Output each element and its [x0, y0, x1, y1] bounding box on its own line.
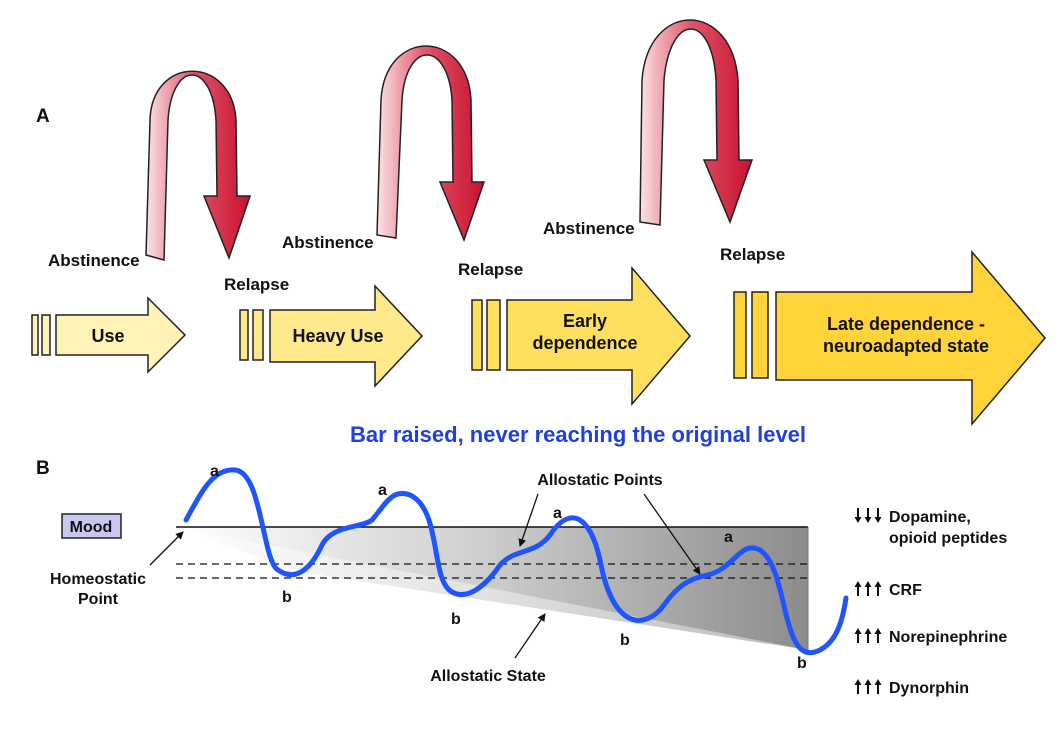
peak-label: a	[553, 505, 562, 522]
text-line: opioid peptides	[889, 530, 1007, 547]
stage-bar-2	[486, 299, 501, 371]
relapse-label-2: Relapse	[458, 260, 523, 279]
arrow-up-icon	[874, 581, 882, 596]
peak-label: a	[210, 463, 219, 480]
text-line: Use	[91, 326, 124, 346]
relapse-loop-arrow-3	[639, 19, 754, 226]
arrow-up-icon	[854, 628, 862, 643]
arrow-down-icon	[864, 508, 872, 523]
text-line: CRF	[889, 582, 922, 599]
panel-a-label: A	[36, 106, 50, 127]
peak-label: a	[378, 482, 387, 499]
neurochemical-row: Dopamine, opioid peptides	[854, 508, 1007, 547]
text-line: Late dependence -	[827, 314, 985, 334]
stage-use: Use	[31, 296, 187, 374]
stage-bar-2	[252, 309, 264, 361]
neurochemical-label: CRF	[889, 582, 922, 599]
neurochemical-row: Norepinephrine	[854, 628, 1007, 646]
text-line: Dynorphin	[889, 680, 969, 697]
abstinence-label-3: Abstinence	[543, 219, 635, 238]
text-line: neuroadapted state	[823, 336, 989, 356]
allostatic-points-arrow-2	[643, 493, 701, 575]
abstinence-label-1: Abstinence	[48, 251, 140, 270]
stage-arrow-late-dependence	[775, 249, 1046, 427]
allostatic-points-arrow-1	[518, 493, 539, 547]
stage-heavy-use: Heavy Use	[239, 284, 424, 388]
allostatic-state-label: Allostatic State	[430, 668, 546, 685]
text-line: Norepinephrine	[889, 629, 1007, 646]
neurochemical-label: Norepinephrine	[889, 629, 1007, 646]
arrow-up-icon	[864, 581, 872, 596]
stage-arrow-heavy-use	[269, 284, 424, 388]
trough-label: b	[282, 589, 292, 606]
stage-bar-2	[751, 291, 769, 379]
neurochemical-label: Dopamine, opioid peptides	[889, 509, 1007, 547]
peak-label: a	[724, 529, 733, 546]
text-line: Point	[78, 591, 119, 608]
relapse-label-1: Relapse	[224, 275, 289, 294]
stage-label-use: Use	[91, 326, 124, 346]
homeostatic-point-arrow	[149, 531, 184, 566]
arrow-up-icon	[854, 581, 862, 596]
relapse-loop-arrow-1	[145, 70, 252, 261]
trough-label: b	[620, 632, 630, 649]
text-line: Early	[563, 311, 607, 331]
trough-label: b	[797, 655, 807, 672]
arrow-down-icon	[874, 508, 882, 523]
stage-bar-1	[239, 309, 249, 361]
text-line: Dopamine,	[889, 509, 971, 526]
stage-arrow-use	[55, 296, 187, 374]
arrow-up-icon	[864, 628, 872, 643]
stage-bar-1	[31, 314, 39, 356]
stage-label-heavy-use: Heavy Use	[292, 326, 383, 346]
stage-label-late-dependence: Late dependence -neuroadapted state	[823, 314, 989, 356]
neurochemical-label: Dynorphin	[889, 680, 969, 697]
allostatic-state-area-soft	[176, 527, 808, 650]
text-line: dependence	[532, 333, 637, 353]
stage-arrow-early-dependence	[506, 265, 691, 407]
arrow-up-icon	[864, 679, 872, 694]
caption: Bar raised, never reaching the original …	[350, 422, 806, 447]
neurochemical-row: Dynorphin	[854, 679, 969, 697]
mood-box	[61, 513, 122, 539]
arrow-up-icon	[854, 679, 862, 694]
mood-label: Mood	[70, 519, 113, 536]
panel-b-label: B	[36, 458, 50, 479]
abstinence-label-2: Abstinence	[282, 233, 374, 252]
arrow-up-icon	[874, 628, 882, 643]
arrow-down-icon	[854, 508, 862, 523]
relapse-loop-arrow-2	[376, 45, 486, 243]
allostatic-points-label: Allostatic Points	[537, 472, 662, 489]
mood-wave	[183, 467, 849, 656]
trough-label: b	[451, 611, 461, 628]
stage-bar-2	[41, 314, 51, 356]
stage-late-dependence: Late dependence -neuroadapted state	[733, 249, 1046, 427]
stage-bar-1	[733, 291, 747, 379]
stage-bar-1	[471, 299, 483, 371]
relapse-label-3: Relapse	[720, 245, 785, 264]
allostatic-state-arrow	[514, 613, 546, 659]
text-line: Homeostatic	[50, 571, 146, 588]
neurochemical-row: CRF	[854, 581, 922, 599]
text-line: Heavy Use	[292, 326, 383, 346]
arrow-up-icon	[874, 679, 882, 694]
